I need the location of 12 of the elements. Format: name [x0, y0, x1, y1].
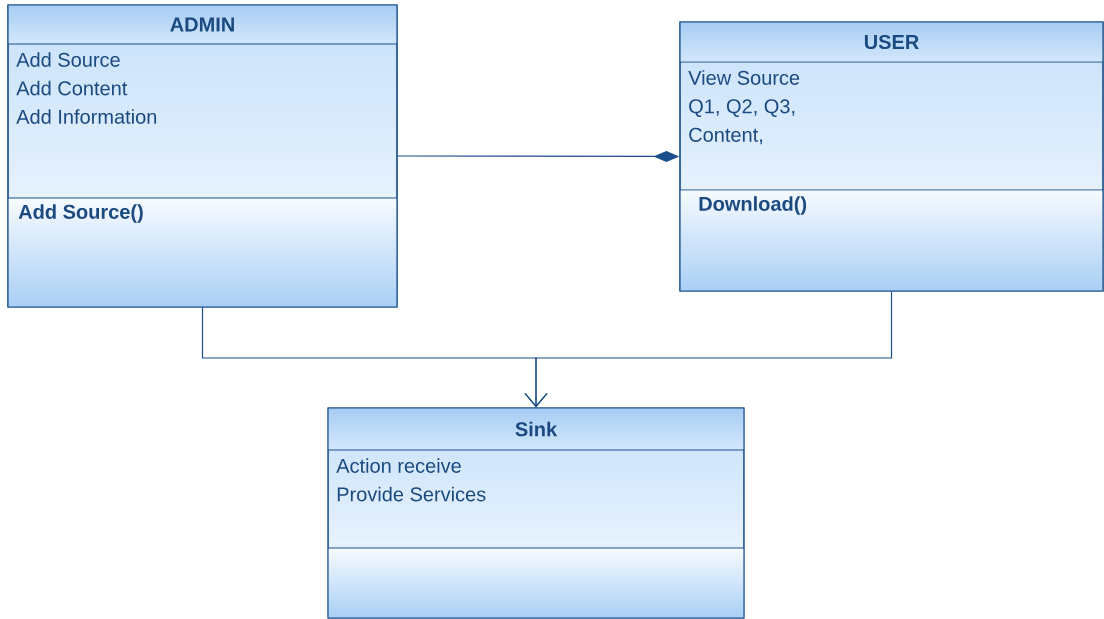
method-list: Add Source()	[18, 204, 143, 223]
class-box	[327, 407, 745, 619]
class-name: ADMIN	[170, 17, 234, 32]
method-list: Download()	[699, 196, 807, 215]
class-name: USER	[864, 34, 919, 50]
class-box	[679, 21, 1104, 292]
attribute-list: Add Source Add Content Add Information	[16, 52, 157, 124]
arrow	[524, 291, 893, 408]
attribute-list: View Source Q1, Q2, Q3, Content,	[688, 70, 800, 145]
class-box	[7, 4, 398, 308]
attribute-list: Action receive Provide Services	[336, 458, 486, 502]
class-name: Sink	[515, 421, 558, 437]
